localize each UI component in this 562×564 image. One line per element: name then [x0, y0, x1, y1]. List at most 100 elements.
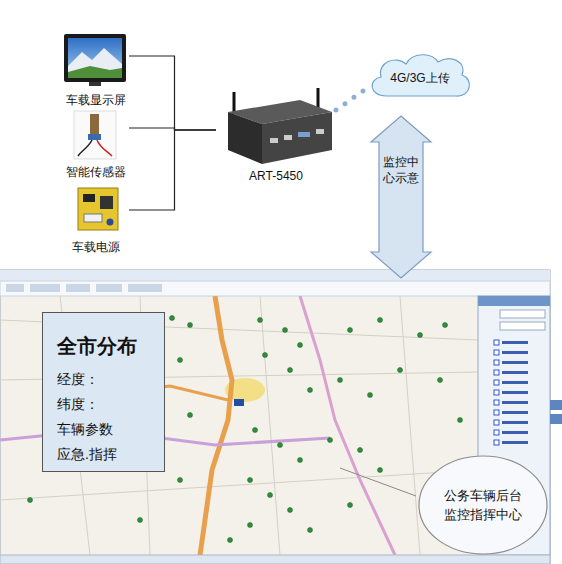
antenna: [233, 92, 236, 114]
map-street: [0, 296, 478, 555]
panel-text: 应急.指挥: [57, 442, 156, 467]
antenna: [317, 88, 320, 108]
panel-header: [478, 296, 550, 306]
vehicle-dot: [188, 323, 193, 328]
vehicle-dot: [178, 478, 183, 483]
sensor-wire: [97, 140, 112, 156]
sensor-cap: [88, 134, 101, 140]
list-item: [502, 431, 528, 434]
list-item: [502, 411, 528, 414]
sensor-photo: [74, 111, 116, 159]
vehicle-dot: [308, 528, 313, 533]
vehicle-dot: [348, 328, 353, 333]
vehicle-dot: [288, 508, 293, 513]
panel-text: 纬度：: [57, 392, 156, 417]
vehicle-dot: [458, 418, 463, 423]
computer-device: ART-5450: [216, 86, 336, 184]
vehicle-dot: [378, 468, 383, 473]
sensor-body: [90, 114, 99, 136]
panel-button: [550, 400, 562, 410]
vehicle-dot: [253, 428, 258, 433]
vehicle-dot: [338, 378, 343, 383]
device-port: [316, 129, 324, 134]
device-side: [228, 112, 262, 164]
tool-icon: [6, 284, 24, 292]
thought-bubbles: [336, 86, 370, 110]
panel-text: 车辆参数: [57, 417, 156, 442]
list-checkbox: [494, 370, 499, 375]
status-bar: [0, 555, 550, 564]
panel-text: 经度：: [57, 367, 156, 392]
ellipse-shape: [418, 455, 548, 555]
ellipse-outline: [419, 456, 547, 554]
device-port: [270, 138, 278, 143]
callout-ellipse: 公务车辆后台 监控指挥中心: [418, 455, 548, 555]
vehicle-list: [494, 340, 528, 445]
cloud-label: 4G/3G上传: [390, 71, 449, 85]
model-label: ART-5450: [249, 169, 303, 183]
panel-button: [550, 414, 562, 424]
map-main-road: [200, 296, 232, 555]
upload-cloud: 4G/3G上传: [366, 50, 474, 102]
vehicle-dot: [298, 343, 303, 348]
arrow-shape: [371, 116, 431, 278]
list-item: [502, 401, 528, 404]
panel-input: [500, 322, 545, 330]
list-item: [502, 441, 528, 444]
screen-display: [68, 38, 122, 78]
list-item: [502, 351, 528, 354]
vehicle-dot: [358, 448, 363, 453]
list-checkbox: [494, 380, 499, 385]
vehicle-dot: [328, 438, 333, 443]
vehicle-dot: [443, 323, 448, 328]
vehicle-dot: [348, 503, 353, 508]
list-checkbox: [494, 390, 499, 395]
screen-frame: [64, 34, 126, 82]
display-screen: 车载显示屏: [63, 32, 129, 108]
power-board: [78, 188, 118, 230]
vehicle-dot: [278, 443, 283, 448]
panel-input: [500, 310, 545, 318]
tool-icon: [66, 284, 90, 292]
arrow-label: 监控中 心示意: [382, 154, 419, 186]
list-checkbox: [494, 430, 499, 435]
vehicle-dot: [298, 458, 303, 463]
callout-text: 公务车辆后台 监控指挥中心: [440, 486, 526, 525]
software-window: [0, 270, 550, 564]
tool-bar: [0, 281, 550, 296]
power-chip: [100, 196, 113, 209]
vehicle-dot: [188, 413, 193, 418]
info-panel: 全市分布经度：纬度：车辆参数应急.指挥: [42, 312, 165, 472]
vehicle-dot: [288, 368, 293, 373]
list-checkbox: [494, 400, 499, 405]
vehicle-dot: [248, 523, 253, 528]
caption-text: 车载电源: [72, 240, 120, 254]
cloud-outline: [372, 55, 469, 96]
device-port: [284, 135, 292, 140]
list-checkbox: [494, 350, 499, 355]
screen-stand: [89, 82, 101, 86]
vehicle-power: 车载电源: [63, 183, 129, 255]
power-connector: [84, 214, 102, 222]
panel-title: 全市分布: [57, 333, 156, 359]
vehicle-icon: [234, 399, 244, 406]
screen-mountain: [68, 48, 122, 78]
list-item: [502, 381, 528, 384]
menu-bar: [0, 270, 550, 281]
list-item: [502, 371, 528, 374]
list-checkbox: [494, 410, 499, 415]
vehicle-dot: [283, 328, 288, 333]
vehicle-dot: [228, 538, 233, 543]
list-checkbox: [494, 360, 499, 365]
vehicle-dot: [258, 318, 263, 323]
vehicle-dot: [248, 478, 253, 483]
device-front: [262, 112, 332, 164]
device-port: [298, 132, 310, 137]
wire-connector: [129, 56, 216, 130]
tool-icon: [96, 284, 122, 292]
tool-icon: [30, 284, 60, 292]
double-arrow: 监控中 心示意: [371, 116, 431, 278]
list-checkbox: [494, 340, 499, 345]
